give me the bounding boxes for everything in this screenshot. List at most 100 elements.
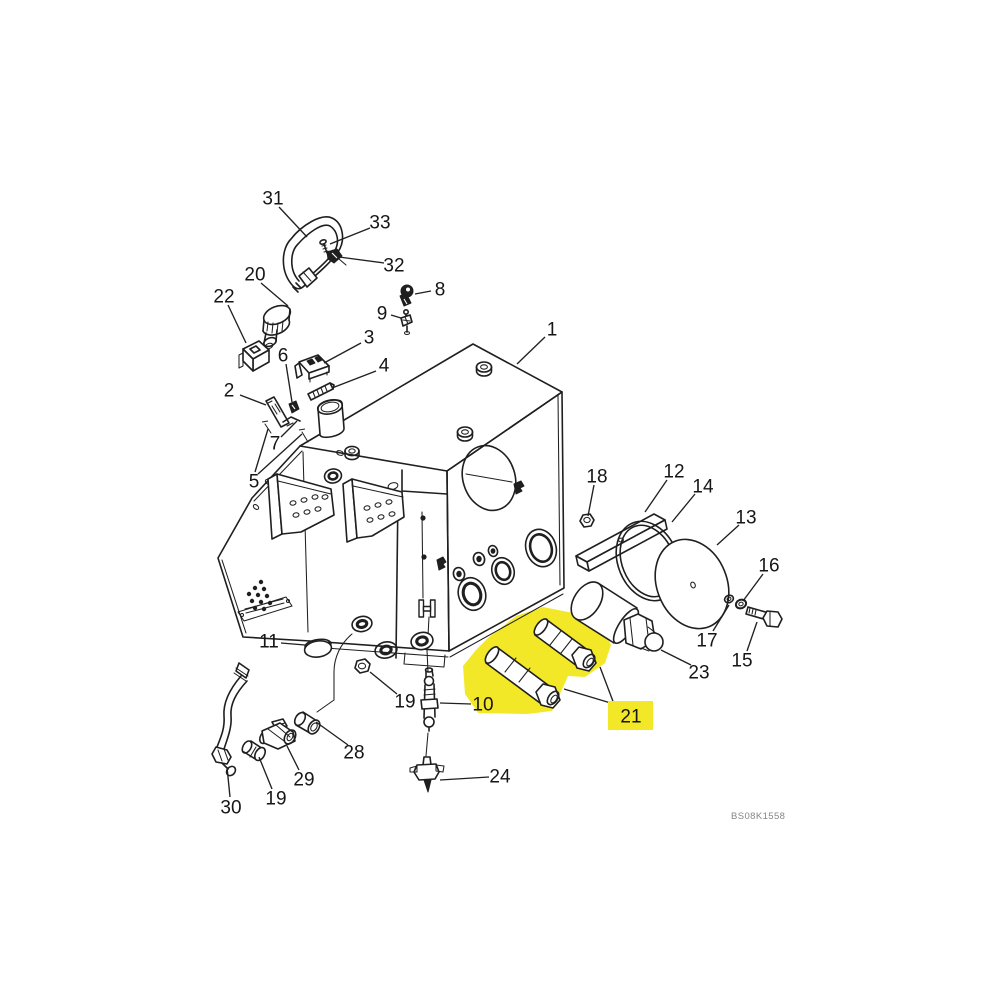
fitting-19-lower	[241, 740, 267, 762]
callout-33[interactable]: 33	[329, 213, 391, 245]
plug-11	[303, 638, 333, 658]
callout-10[interactable]: 10	[439, 695, 494, 716]
leader-line	[712, 604, 730, 632]
part-number: 14	[692, 477, 714, 498]
callout-19[interactable]: 19	[258, 756, 287, 810]
mount-gussets	[267, 473, 405, 543]
nut-18	[579, 513, 595, 528]
hose-loop-31	[282, 216, 344, 293]
callout-17[interactable]: 17	[696, 604, 730, 652]
filler-neck	[316, 399, 345, 439]
part-number: 31	[262, 189, 283, 210]
key-8	[399, 284, 414, 307]
callout-12[interactable]: 12	[644, 462, 685, 513]
leader-line	[285, 363, 293, 403]
part-number: 15	[731, 651, 752, 672]
clamp-32	[326, 248, 347, 266]
filler-cap-20	[262, 304, 292, 350]
highlight-label-box	[608, 701, 653, 730]
watermark-text: BS08K1558	[731, 811, 785, 822]
pin-7	[282, 416, 301, 427]
callout-19[interactable]: 19	[369, 671, 416, 713]
part-number: 21	[620, 707, 641, 728]
part-number: 13	[735, 508, 756, 529]
callout-29[interactable]: 29	[286, 745, 315, 791]
leader-line	[280, 420, 298, 438]
leader-line	[671, 493, 696, 523]
part-number: 9	[377, 304, 388, 325]
valve-29	[258, 718, 297, 750]
h-bracket	[418, 599, 436, 618]
callout-22[interactable]: 22	[213, 287, 247, 344]
fitting-28	[293, 711, 321, 735]
leader-line	[331, 370, 377, 389]
nut-19-upper	[354, 658, 371, 674]
callout-11[interactable]: 11	[259, 632, 306, 653]
callout-24[interactable]: 24	[439, 767, 511, 788]
part-number: 33	[369, 213, 390, 234]
part-number: 17	[696, 631, 717, 652]
callout-15[interactable]: 15	[731, 621, 758, 672]
leader-line	[315, 721, 349, 746]
leader-line	[439, 702, 472, 705]
bracket-22	[238, 340, 270, 372]
callout-5[interactable]: 5	[249, 428, 303, 493]
part-number: 11	[259, 632, 279, 653]
leader-line	[254, 428, 269, 473]
leader-line	[390, 314, 402, 319]
callout-3[interactable]: 3	[323, 328, 375, 364]
callout-31[interactable]: 31	[262, 189, 308, 238]
leader-line	[323, 342, 362, 364]
tank-ports	[452, 528, 558, 612]
callout-20[interactable]: 20	[244, 265, 289, 307]
leader-line	[329, 227, 371, 245]
callout-8[interactable]: 8	[414, 280, 445, 301]
callout-30[interactable]: 30	[220, 766, 242, 819]
callout-4[interactable]: 4	[331, 356, 390, 389]
part-number: 10	[472, 695, 493, 716]
callout-13[interactable]: 13	[716, 508, 757, 546]
callout-21[interactable]: 21	[563, 666, 653, 730]
plate-2	[265, 396, 290, 428]
part-number: 2	[224, 381, 235, 402]
cover-disc-13	[654, 538, 730, 630]
fitting-9	[400, 308, 413, 336]
part-number: 7	[270, 434, 281, 455]
callout-1[interactable]: 1	[516, 320, 558, 365]
callout-7[interactable]: 7	[270, 420, 298, 455]
part-number: 22	[213, 287, 234, 308]
callout-28[interactable]: 28	[315, 721, 365, 764]
part-number: 3	[364, 328, 375, 349]
leader-line	[742, 573, 764, 602]
leader-line	[227, 304, 247, 344]
part-number: 1	[547, 320, 558, 341]
callout-9[interactable]: 9	[377, 304, 402, 325]
part-number: 12	[663, 462, 684, 483]
washer-17	[723, 594, 735, 604]
pins-5	[261, 420, 309, 443]
hose-30	[211, 662, 250, 777]
leader-line	[258, 756, 273, 790]
wing-perforations	[237, 579, 293, 622]
part-number: 6	[278, 346, 289, 367]
callouts-layer: 1234567891011121314151617181920212223242…	[213, 189, 779, 819]
part-number: 18	[586, 467, 607, 488]
leader-line	[716, 524, 740, 546]
callout-2[interactable]: 2	[224, 381, 267, 406]
sight-gauge-10	[420, 667, 439, 757]
leader-line	[260, 282, 289, 307]
part-number: 20	[244, 265, 265, 286]
leader-line	[439, 776, 490, 781]
callout-14[interactable]: 14	[671, 477, 714, 523]
callout-32[interactable]: 32	[338, 256, 405, 277]
leader-line	[516, 336, 546, 365]
tank-large-opening	[461, 444, 517, 512]
callout-23[interactable]: 23	[660, 649, 710, 684]
callout-6[interactable]: 6	[278, 346, 293, 403]
callout-18[interactable]: 18	[586, 467, 608, 517]
part-number: 19	[394, 692, 415, 713]
wedge-6	[288, 400, 300, 414]
part-number: 30	[220, 798, 241, 819]
callout-16[interactable]: 16	[742, 556, 780, 602]
leader-line	[226, 766, 231, 798]
